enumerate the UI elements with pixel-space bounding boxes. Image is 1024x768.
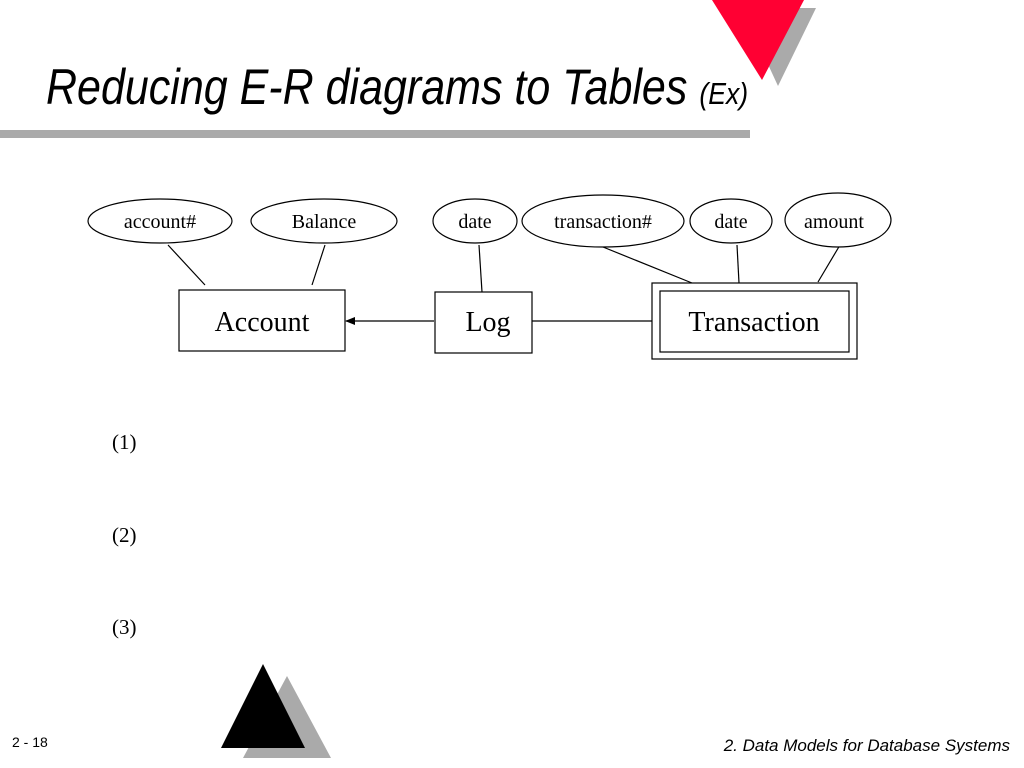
attribute-log-date: date: [432, 198, 518, 244]
entity-label: Transaction: [688, 307, 819, 338]
list-item-1: (1): [112, 430, 137, 454]
link-balance-account: [311, 244, 326, 286]
link-transactionno-transaction: [602, 246, 693, 284]
attribute-transaction-date: date: [689, 198, 773, 244]
attribute-label: date: [714, 211, 747, 233]
page-number: 2 - 18: [12, 734, 48, 750]
red-triangle-decoration: [712, 0, 816, 86]
entity-label: Log: [465, 307, 510, 338]
title-rule: [0, 130, 750, 138]
entity-transaction-weak: Transaction: [651, 282, 858, 360]
title-text: Reducing E-R diagrams to Tables: [46, 59, 688, 115]
red-triangle: [712, 0, 804, 80]
attribute-label: account#: [124, 211, 196, 233]
attribute-balance: Balance: [250, 198, 398, 244]
list-item-3: (3): [112, 615, 137, 639]
attribute-label: amount: [804, 211, 864, 233]
link-amount-transaction: [817, 244, 841, 283]
black-triangle: [221, 664, 305, 748]
attribute-transaction-number: transaction#: [521, 194, 685, 248]
link-transdate-transaction: [736, 244, 740, 284]
entity-log: Log: [434, 291, 533, 354]
er-diagram: account# Balance date transaction# date …: [87, 192, 892, 360]
entity-account: Account: [178, 289, 346, 352]
footer-title: 2. Data Models for Database Systems: [723, 736, 1010, 755]
attribute-label: Balance: [292, 211, 357, 233]
entity-label: Account: [215, 307, 310, 338]
link-accountno-account: [167, 244, 206, 286]
attribute-account-number: account#: [87, 198, 233, 244]
page-title: Reducing E-R diagrams to Tables (Ex): [46, 62, 748, 112]
title-suffix: (Ex): [699, 76, 749, 111]
link-logdate-log: [478, 244, 483, 293]
attribute-label: transaction#: [554, 211, 652, 233]
attribute-amount: amount: [784, 192, 892, 248]
list-item-2: (2): [112, 523, 137, 547]
black-triangle-decoration: [221, 664, 331, 758]
attribute-label: date: [458, 211, 491, 233]
